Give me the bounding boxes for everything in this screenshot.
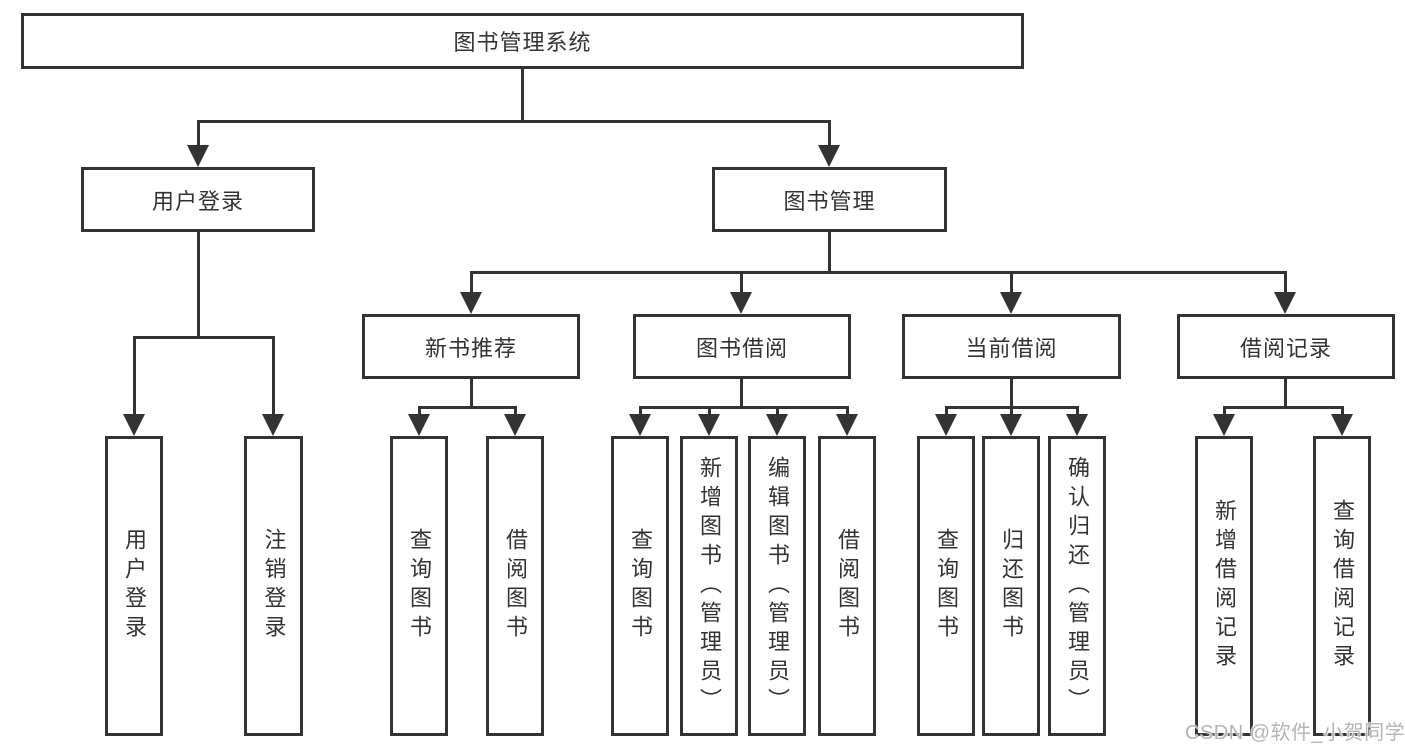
leaf-query-books: 查询图书 [611,436,669,736]
node-borrowing-records: 借阅记录 [1177,314,1395,379]
leaf-confirm-return-admin: 确认归还（管理员） [1048,436,1106,736]
node-label: 新书推荐 [424,335,517,361]
node-label: 当前借阅 [965,335,1058,361]
arrow-down-icon [408,414,430,436]
leaf-label: 查询图书 [407,528,432,644]
leaf-borrow-books: 借阅图书 [486,436,544,736]
arrow-down-icon [1274,292,1296,314]
connector [1341,406,1344,416]
leaf-return-books: 归还图书 [982,436,1040,736]
leaf-label: 确认归还（管理员） [1065,455,1090,717]
node-current-borrowing: 当前借阅 [902,314,1121,379]
connector [1010,406,1013,416]
node-label: 图书管理 [783,188,876,214]
connector [470,271,473,293]
leaf-label: 查询图书 [628,528,653,644]
arrow-down-icon [836,414,858,436]
connector [740,271,743,293]
connector [133,336,136,414]
leaf-label: 借阅图书 [835,528,860,644]
node-label: 用户登录 [151,188,244,214]
connector [418,406,421,416]
arrow-down-icon [504,414,526,436]
leaf-label: 注销登录 [261,528,287,644]
connector [133,336,275,339]
connector [470,271,1287,274]
connector [639,406,849,409]
arrow-down-icon [1066,414,1088,436]
connector [514,406,517,416]
arrow-down-icon [1000,414,1022,436]
connector [197,120,200,148]
leaf-add-borrow-record: 新增借阅记录 [1195,436,1253,736]
arrow-down-icon [460,292,482,314]
arrow-down-icon [123,414,145,436]
node-book-borrowing: 图书借阅 [633,314,851,379]
node-new-book-recommendation: 新书推荐 [362,314,580,379]
node-user-login: 用户登录 [81,167,315,232]
leaf-label: 查询图书 [934,528,959,644]
connector [828,120,831,148]
arrow-down-icon [187,145,209,167]
leaf-add-book-admin: 新增图书（管理员） [680,436,738,736]
leaf-query-books: 查询图书 [390,436,448,736]
node-label: 图书管理系统 [453,30,592,55]
node-label: 借阅记录 [1239,335,1332,361]
arrow-down-icon [629,414,651,436]
leaf-label: 编辑图书（管理员） [765,455,790,717]
leaf-label: 新增图书（管理员） [697,455,722,717]
arrow-down-icon [698,414,720,436]
connector [197,120,831,123]
arrow-down-icon [935,414,957,436]
connector [708,406,711,416]
arrow-down-icon [1213,414,1235,436]
connector [846,406,849,416]
connector [197,232,200,336]
leaf-label: 用户登录 [122,528,147,644]
connector [521,69,524,120]
connector [945,406,948,416]
arrow-down-icon [766,414,788,436]
watermark: CSDN @软件_小贺同学 [1185,722,1405,744]
connector [272,336,275,414]
leaf-label: 新增借阅记录 [1212,499,1237,673]
arrow-down-icon [1000,292,1022,314]
connector [776,406,779,416]
node-label: 图书借阅 [695,335,788,361]
arrow-down-icon [730,292,752,314]
connector [740,379,743,406]
connector [1010,271,1013,293]
connector [1284,271,1287,293]
leaf-borrow-books: 借阅图书 [818,436,876,736]
connector [1076,406,1079,416]
connector [1284,379,1287,406]
connector [1010,379,1013,406]
leaf-logout: 注销登录 [244,436,303,736]
leaf-label: 归还图书 [999,528,1024,644]
arrow-down-icon [818,145,840,167]
leaf-edit-book-admin: 编辑图书（管理员） [748,436,806,736]
arrow-down-icon [262,414,284,436]
connector [639,406,642,416]
connector [828,232,831,271]
node-book-management: 图书管理 [712,167,947,232]
leaf-user-login: 用户登录 [105,436,163,736]
connector [1223,406,1344,409]
leaf-label: 查询借阅记录 [1330,499,1355,673]
connector [470,379,473,406]
leaf-query-books: 查询图书 [917,436,975,736]
arrow-down-icon [1331,414,1353,436]
leaf-query-borrow-record: 查询借阅记录 [1313,436,1371,736]
connector [1223,406,1226,416]
connector [418,406,517,409]
leaf-label: 借阅图书 [503,528,528,644]
node-library-system: 图书管理系统 [21,13,1024,69]
